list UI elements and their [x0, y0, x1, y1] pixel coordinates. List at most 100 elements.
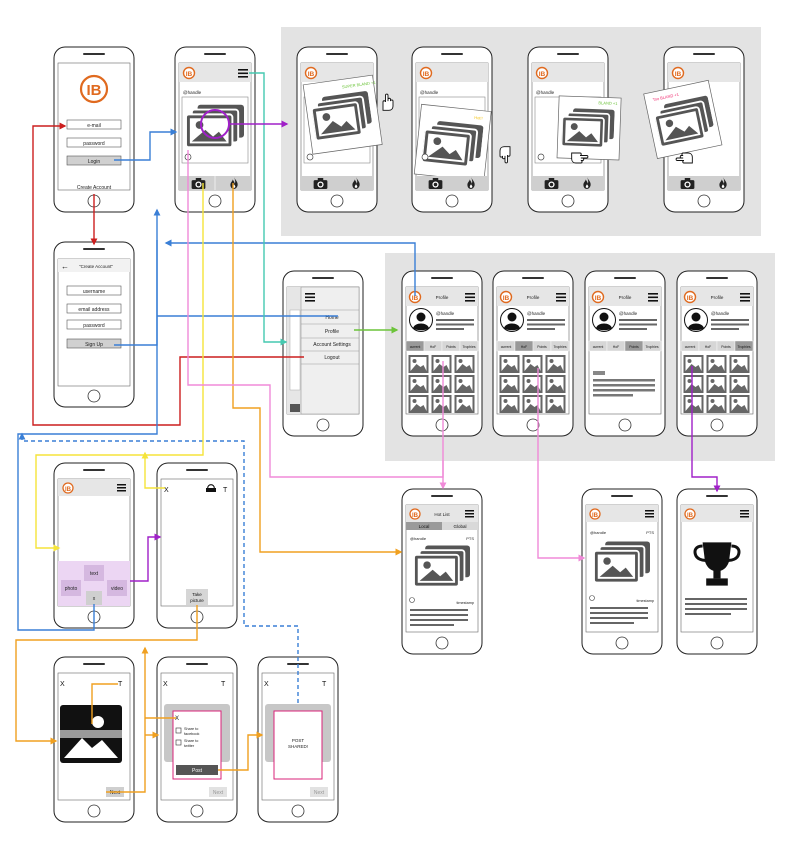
photo-thumbnail-icon[interactable]	[729, 355, 750, 373]
create-account-link[interactable]: Create Account	[77, 185, 112, 191]
tab-global[interactable]	[442, 522, 478, 530]
new-password-field[interactable]	[66, 319, 122, 330]
photo-thumbnail-icon[interactable]	[522, 355, 543, 373]
photo-thumbnail-icon[interactable]	[431, 395, 452, 413]
hamburger-menu-icon[interactable]	[648, 293, 658, 302]
menu-item-home[interactable]: Home	[325, 315, 339, 321]
photo-thumbnail-icon[interactable]	[545, 375, 566, 393]
photo-thumbnail-icon[interactable]	[706, 375, 727, 393]
text-option-button[interactable]	[84, 565, 104, 581]
swipe-label-too-bland: Too BLAND +1	[652, 92, 680, 103]
menu-item-logout[interactable]: Logout	[324, 355, 340, 361]
photo-thumbnail-icon[interactable]	[522, 395, 543, 413]
phone-upload-picker: IB text photo video x	[53, 462, 135, 629]
photo-thumbnail-icon[interactable]	[454, 375, 475, 393]
swipe-label-super-bland: SUPER BLAND +1	[342, 80, 377, 90]
photo-thumbnail-icon[interactable]	[706, 355, 727, 373]
hamburger-menu-icon[interactable]	[305, 293, 315, 302]
photo-thumbnail-icon[interactable]	[683, 395, 704, 413]
logo-icon[interactable]	[499, 290, 513, 304]
close-camera-button[interactable]: X	[164, 487, 169, 494]
tab-label: current	[593, 345, 604, 349]
logo-icon[interactable]: IB	[687, 513, 694, 519]
text-tool-icon[interactable]: T	[223, 487, 228, 494]
post-image-stack-icon[interactable]	[186, 104, 244, 148]
text-tool-icon[interactable]: T	[221, 681, 226, 688]
take-picture-button[interactable]	[186, 589, 208, 605]
hamburger-line	[648, 293, 658, 295]
photo-thumbnail-icon[interactable]	[499, 395, 520, 413]
hamburger-menu-icon[interactable]	[556, 293, 566, 302]
photo-thumbnail-icon[interactable]	[683, 375, 704, 393]
logo-icon[interactable]: IB	[592, 513, 599, 519]
close-editor-button[interactable]: X	[60, 681, 65, 688]
tab-trophies[interactable]	[550, 340, 570, 352]
photo-thumbnail-icon[interactable]	[454, 355, 475, 373]
photo-thumbnail-icon[interactable]	[499, 355, 520, 373]
menu-item-account-settings[interactable]: Account Settings	[313, 342, 351, 348]
photo-thumbnail-icon[interactable]	[545, 355, 566, 373]
photo-thumbnail-icon[interactable]	[408, 375, 429, 393]
post-points: PTS	[646, 530, 654, 535]
post-button[interactable]	[176, 765, 218, 775]
photo-thumbnail-icon[interactable]	[499, 375, 520, 393]
phone-hot-list-screen: IB Hot List Local Global @handle PTS tim…	[401, 488, 483, 655]
email-address-field[interactable]	[66, 303, 122, 314]
tab-local[interactable]	[406, 522, 442, 530]
email-field[interactable]	[66, 119, 122, 130]
phone-swipe-bland: IB @handle BLAND +1	[527, 46, 622, 213]
photo-thumbnail-icon[interactable]	[408, 395, 429, 413]
logo-icon[interactable]: IB	[412, 513, 419, 519]
logo-icon[interactable]	[591, 290, 605, 304]
twitter-checkbox[interactable]	[175, 739, 182, 746]
signup-button[interactable]	[66, 338, 122, 349]
text-tool-icon[interactable]: T	[322, 681, 327, 688]
logo-icon[interactable]: IB	[65, 487, 72, 493]
photo-thumbnail-icon[interactable]	[522, 375, 543, 393]
photo-thumbnail-icon[interactable]	[706, 395, 727, 413]
hamburger-menu-icon[interactable]	[238, 69, 248, 78]
back-arrow-icon[interactable]: ←	[61, 262, 69, 271]
flip-camera-icon[interactable]	[206, 484, 216, 492]
close-picker-button[interactable]	[86, 591, 102, 605]
logo-icon[interactable]	[683, 290, 697, 304]
hamburger-menu-icon[interactable]	[645, 510, 654, 518]
hamburger-menu-icon[interactable]	[740, 293, 750, 302]
photo-thumbnail-icon[interactable]	[545, 395, 566, 413]
hamburger-menu-icon[interactable]	[465, 293, 475, 302]
post-image-stack-icon[interactable]	[414, 545, 470, 587]
close-posted-button[interactable]: X	[264, 681, 269, 688]
facebook-checkbox[interactable]	[175, 727, 182, 734]
password-field[interactable]	[66, 137, 122, 148]
close-share-dialog-button[interactable]: X	[175, 716, 179, 722]
photo-thumbnail-icon[interactable]	[431, 375, 452, 393]
hamburger-menu-icon[interactable]	[740, 510, 749, 518]
tab-trophies[interactable]	[734, 340, 754, 352]
photo-option-button[interactable]	[61, 580, 81, 596]
tab-trophies[interactable]	[459, 340, 479, 352]
photo-thumbnail-icon[interactable]	[408, 355, 429, 373]
photo-thumbnail-icon[interactable]	[431, 355, 452, 373]
hamburger-menu-icon[interactable]	[465, 510, 474, 518]
bio-line	[711, 319, 749, 321]
post-image-stack-icon[interactable]	[594, 541, 650, 583]
hamburger-menu-icon[interactable]	[117, 484, 126, 492]
photo-thumbnail-icon[interactable]	[454, 395, 475, 413]
video-option-button[interactable]	[107, 580, 127, 596]
points-line	[593, 389, 655, 392]
flow-arrow-trophy	[691, 366, 721, 493]
tab-trophies[interactable]	[642, 340, 662, 352]
close-share-button[interactable]: X	[163, 681, 168, 688]
tab-label: Points	[537, 345, 547, 349]
text-tool-icon[interactable]: T	[118, 681, 123, 688]
photo-thumbnail-icon[interactable]	[683, 355, 704, 373]
username-field[interactable]	[66, 285, 122, 296]
photo-thumbnail-icon[interactable]	[729, 375, 750, 393]
menu-item-profile[interactable]: Profile	[325, 329, 339, 335]
tab-label: HoF	[613, 345, 619, 349]
photo-thumbnail-icon[interactable]	[729, 395, 750, 413]
logo-icon[interactable]: IB	[186, 71, 193, 78]
